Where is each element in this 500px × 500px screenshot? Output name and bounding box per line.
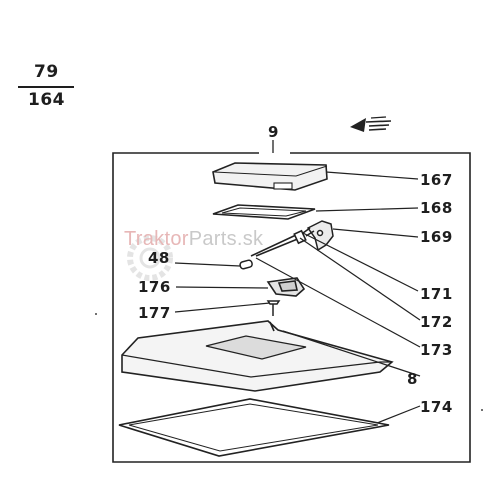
part-167-cover <box>212 162 328 191</box>
speck <box>95 313 97 315</box>
callout-9: 9 <box>268 123 279 141</box>
part-174-gasket <box>118 398 390 457</box>
callout-168: 168 <box>420 199 453 217</box>
leader-lines <box>174 171 421 424</box>
callout-167: 167 <box>420 171 453 189</box>
assembly-frame <box>112 152 471 463</box>
callout-8: 8 <box>407 370 418 388</box>
callout-176: 176 <box>138 278 171 296</box>
watermark-text: TraktorParts.sk <box>124 228 264 250</box>
callout-173: 173 <box>420 341 453 359</box>
fraction-bar <box>18 86 74 88</box>
part-169-latch-plate <box>306 220 334 252</box>
callout-48: 48 <box>148 249 170 267</box>
part-168-gasket <box>212 204 316 220</box>
callout-174: 174 <box>420 398 453 416</box>
callout-172: 172 <box>420 313 453 331</box>
page-number-denominator: 164 <box>28 90 65 110</box>
callout-177: 177 <box>138 304 171 322</box>
callout-171: 171 <box>420 285 453 303</box>
part-8-tray <box>121 320 394 392</box>
callout-169: 169 <box>420 228 453 246</box>
speck <box>481 409 483 411</box>
part-48-pin <box>239 259 253 270</box>
watermark-gear-icon <box>127 235 173 281</box>
page-number-numerator: 79 <box>34 62 59 82</box>
part-176-clip <box>266 277 306 297</box>
direction-arrow-icon <box>350 116 392 132</box>
